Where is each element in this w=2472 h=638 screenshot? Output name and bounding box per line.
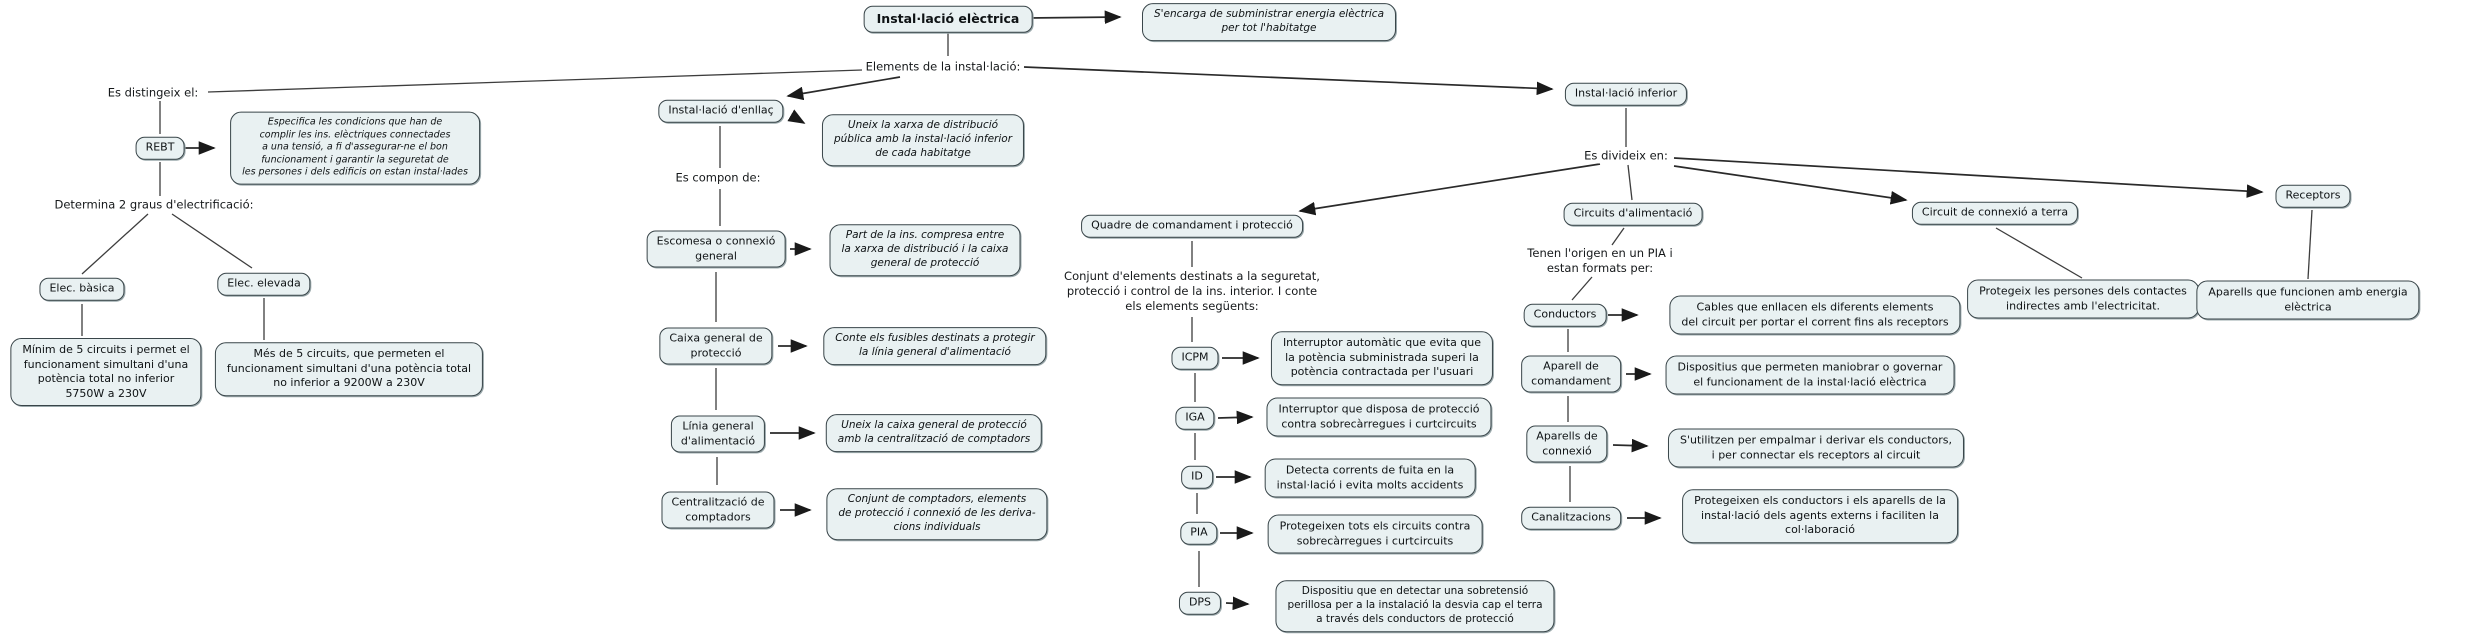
edge-determina-elevada (171, 213, 253, 269)
node-installacio-enllac: Instal·lació d'enllaç (658, 99, 784, 123)
node-icpm: ICPM (1171, 346, 1219, 370)
arrow-aparellscon-desc (1612, 438, 1649, 453)
node-installacio-inferior: Instal·lació inferior (1564, 82, 1688, 106)
edge-esdivideix-circuits (1627, 164, 1633, 201)
desc-receptors: Aparells que funcionen amb energia elèct… (2196, 280, 2420, 320)
arrow-esdivideix-receptors (1673, 157, 2264, 198)
label-es-divideix: Es divideix en: (1582, 148, 1670, 164)
node-iga: IGA (1175, 406, 1215, 430)
desc-icpm: Interruptor automàtic que evita que la p… (1270, 331, 1494, 385)
desc-linia-general: Uneix la caixa general de protecció amb … (825, 414, 1043, 452)
label-tenen-origen: Tenen l'origen en un PIA i estan formats… (1525, 245, 1675, 277)
desc-aparells-connexio: S'utilitzen per empalmar i derivar els c… (1667, 428, 1965, 468)
node-quadre-comandament: Quadre de comandament i protecció (1081, 214, 1303, 238)
node-installacio-electrica: Instal·lació elèctrica (863, 5, 1033, 33)
node-receptors: Receptors (2275, 184, 2351, 208)
node-elec-elevada: Elec. elevada (217, 272, 311, 296)
node-canalitzacions: Canalitzacions (1521, 506, 1621, 530)
arrow-dps-desc (1225, 596, 1250, 611)
desc-rebt: Especifica les condicions que han de com… (230, 111, 480, 185)
arrow-elements-enllac (786, 76, 901, 101)
edge-tenen-conductors (1571, 276, 1593, 301)
desc-installacio-electrica: S'encarga de subministrar energia elèctr… (1141, 3, 1397, 41)
node-dps: DPS (1178, 591, 1222, 615)
node-centralitzacio: Centralització de comptadors (661, 491, 775, 529)
node-rebt: REBT (135, 136, 185, 160)
arrow-elements-inferior (1023, 66, 1554, 96)
node-id: ID (1181, 465, 1213, 489)
edge-terra-desc (1995, 227, 2083, 279)
label-determina-graus: Determina 2 graus d'electrificació: (52, 197, 256, 213)
desc-elec-basica: Mínim de 5 circuits i permet el funciona… (10, 337, 202, 407)
node-aparells-connexio: Aparells de connexió (1526, 425, 1608, 463)
arrow-esdivideix-quadre (1298, 163, 1601, 216)
edge-determina-basica (81, 213, 149, 275)
node-circuits-alimentacio: Circuits d'alimentació (1563, 202, 1703, 226)
desc-escomesa: Part de la ins. compresa entre la xarxa … (829, 224, 1021, 276)
node-conductors: Conductors (1523, 303, 1607, 327)
desc-circuit-terra: Protegeix les persones dels contactes in… (1967, 279, 2199, 319)
edge-receptors-desc (2307, 209, 2313, 280)
node-aparell-comandament: Aparell de comandament (1521, 355, 1621, 393)
node-elec-basica: Elec. bàsica (39, 277, 125, 301)
label-elements-installacio: Elements de la instal·lació: (863, 59, 1023, 75)
desc-centralitzacio: Conjunt de comptadors, elements de prote… (826, 488, 1048, 540)
desc-canalitzacions: Protegeixen els conductors i els aparell… (1682, 489, 1958, 543)
arrow-iga-desc (1217, 410, 1254, 425)
arrow-enllac-desc (787, 109, 806, 124)
arrow-root-desc (1027, 10, 1122, 24)
label-conjunt-elements: Conjunt d'elements destinats a la segure… (1062, 269, 1322, 315)
desc-installacio-enllac: Uneix la xarxa de distribució pública am… (821, 114, 1025, 166)
node-pia: PIA (1180, 521, 1218, 545)
desc-conductors: Cables que enllacen els diferents elemen… (1669, 295, 1961, 335)
desc-id: Detecta corrents de fuita en la instal·l… (1264, 458, 1476, 498)
node-circuit-terra: Circuit de connexió a terra (1911, 201, 2079, 225)
edge-elements-esdistingeix (207, 69, 863, 93)
label-es-distingeix: Es distingeix el: (105, 85, 201, 101)
desc-aparell-comandament: Dispositius que permeten maniobrar o gov… (1665, 355, 1955, 395)
arrow-esdivideix-terra (1673, 165, 1908, 205)
node-linia-general: Línia general d'alimentació (670, 415, 766, 453)
node-escomesa: Escomesa o connexió general (646, 230, 786, 268)
edge-circuits-tenen (1611, 227, 1625, 246)
desc-pia: Protegeixen tots els circuits contra sob… (1267, 514, 1483, 554)
desc-dps: Dispositiu que en detectar una sobretens… (1275, 580, 1555, 632)
desc-caixa-general: Conte els fusibles destinats a protegir … (823, 327, 1047, 365)
node-caixa-general: Caixa general de protecció (659, 327, 773, 365)
label-es-compon: Es compon de: (673, 170, 763, 186)
desc-elec-elevada: Més de 5 circuits, que permeten el funci… (214, 342, 484, 396)
desc-iga: Interruptor que disposa de protecció con… (1266, 397, 1492, 437)
